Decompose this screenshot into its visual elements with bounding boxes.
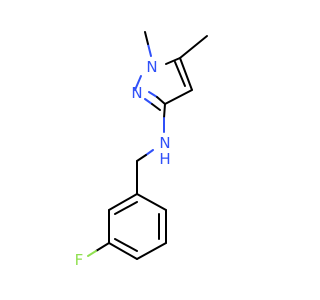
bond-n2-c3-b [156,96,166,105]
atom-h-label: H [159,150,170,168]
bond-benz-1 [136,193,167,211]
bond-benz-4 [108,242,138,260]
bond-benz-6-double [114,201,138,215]
bond-n2-c3-double [144,98,153,105]
bond-benz-3 [136,242,167,260]
atom-f-label: F [75,251,84,269]
atom-n2-label: N [131,84,142,102]
bond-c3-c4 [164,89,193,105]
molecule-structure: N N N H F [75,31,208,269]
atom-nh-label: N [159,134,170,152]
bond-c-f-b [87,250,97,257]
bond-c5-n1 [165,57,181,65]
bond-c5-methyl [179,35,208,59]
atom-n1-label: N [146,58,157,76]
bond-n2-c3 [148,91,158,98]
bond-c4-c5-double [174,61,186,87]
bond-nh-ch2 [145,149,154,156]
bond-n1-methyl [147,43,152,57]
bond-nh-ch2-b [136,154,147,162]
bond-benz-6 [108,193,138,211]
bond-c-f [95,242,110,252]
bond-c4-c5 [179,57,193,91]
bond-c3-nh [163,103,166,119]
bond-n2-c3-double-b [151,103,161,111]
bond-n1-methyl-b [144,31,149,45]
bond-n1-n2 [134,75,142,91]
bond-benz-4-double [114,238,138,252]
